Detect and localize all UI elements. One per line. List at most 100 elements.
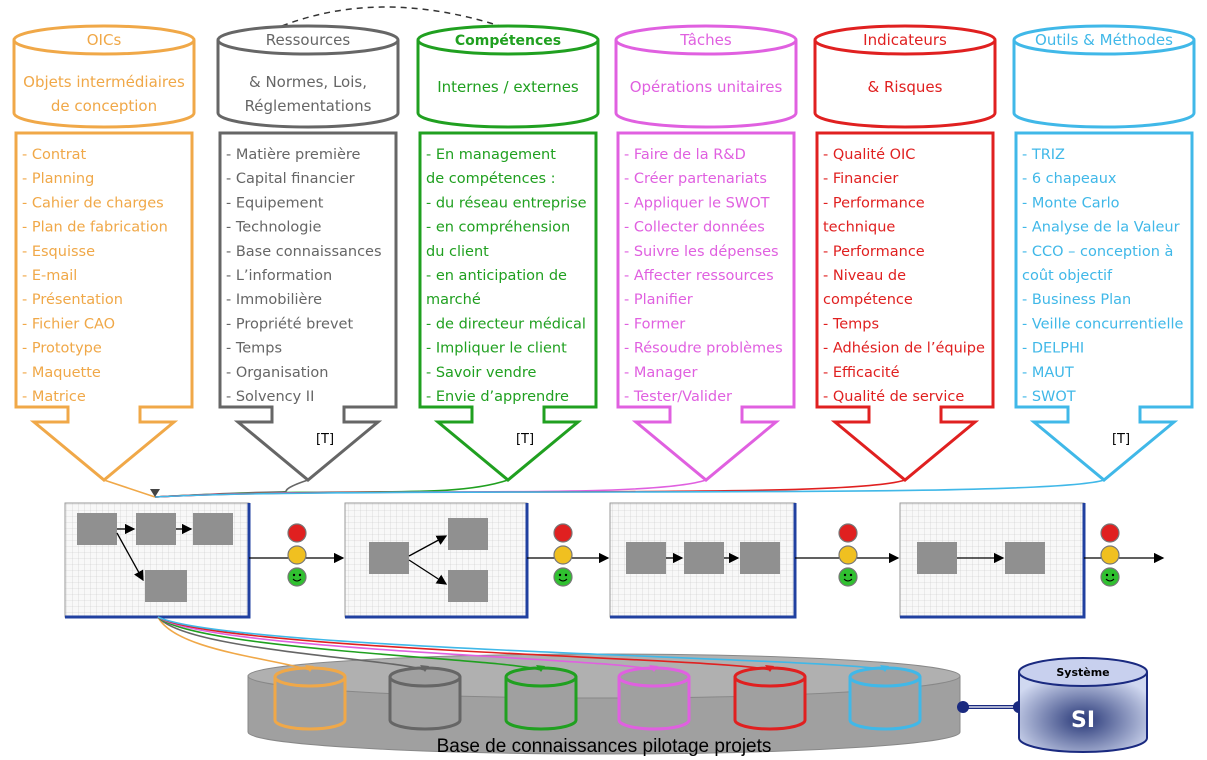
kb-connector-curve	[157, 616, 886, 671]
column-item: - Maquette	[22, 365, 101, 381]
column-item: - Contrat	[22, 147, 87, 163]
column-subtitle: & Risques	[868, 78, 943, 96]
kb-database-icon	[848, 666, 922, 731]
column-cylinder: Outils & Méthodes	[1012, 24, 1196, 129]
process-box	[917, 542, 957, 574]
column-item: - Performance	[823, 195, 925, 211]
connector-curve	[154, 479, 1105, 498]
column-subtitle: Réglementations	[245, 97, 372, 115]
si-connector	[957, 701, 1025, 713]
column-item: - Base connaissances	[226, 244, 382, 260]
column-item: - Fichier CAO	[22, 316, 115, 332]
column-subtitle: & Normes, Lois,	[249, 73, 367, 91]
column-arrow-box	[616, 131, 796, 482]
column-title: Indicateurs	[863, 31, 947, 49]
system-title: Système	[1056, 666, 1109, 679]
column-item: de compétences :	[426, 171, 556, 187]
column-item: - Equipement	[226, 195, 324, 211]
column-cylinder: Ressources & Normes, Lois, Réglementations	[216, 24, 400, 129]
process-stage-1	[64, 502, 251, 619]
traffic-light-icon	[553, 523, 573, 587]
kb-database-icon	[617, 666, 691, 731]
column-title: Compétences	[455, 33, 561, 49]
kb-database-icon	[504, 666, 578, 731]
column-item: - Veille concurrentielle	[1022, 316, 1184, 332]
column-item: - du réseau entreprise	[426, 195, 587, 211]
process-box	[369, 542, 409, 574]
column-arrow-box	[815, 131, 995, 482]
column-arrow-box	[218, 131, 398, 482]
traffic-light-icon	[1100, 523, 1120, 587]
column-cylinder: Indicateurs & Risques	[813, 24, 997, 129]
column-item: - Capital financier	[226, 171, 355, 187]
traffic-light-icon	[287, 523, 307, 587]
kb-database-icon	[733, 666, 807, 731]
column-item: - Créer partenariats	[624, 171, 767, 187]
column-item: - Qualité OIC	[823, 147, 915, 163]
column-subtitle: Opérations unitaires	[630, 78, 783, 96]
column-item: - TRIZ	[1022, 147, 1065, 163]
column-item: - Appliquer le SWOT	[624, 195, 770, 211]
column-item: compétence	[823, 292, 913, 308]
column-item: - Financier	[823, 171, 898, 187]
column-subtitle: Internes / externes	[437, 78, 579, 96]
column-item: - Organisation	[226, 365, 328, 381]
column-item: - Efficacité	[823, 365, 900, 381]
column-item: - Monte Carlo	[1022, 195, 1120, 211]
process-stage-3	[609, 502, 797, 619]
column-item: - Performance	[823, 244, 925, 260]
system-label: SI	[1071, 708, 1095, 733]
column-title: Outils & Méthodes	[1035, 31, 1173, 49]
tag-label: [T]	[316, 432, 334, 447]
column-arrow-box	[1014, 131, 1194, 482]
column-item: - Immobilière	[226, 292, 322, 308]
column-title: Tâches	[679, 31, 732, 49]
kb-connector-curve	[157, 616, 655, 671]
connector-arrowhead	[150, 489, 160, 497]
column-item: - Envie d’apprendre	[426, 389, 569, 405]
column-item: - Résoudre problèmes	[624, 341, 783, 357]
column-item: - Prototype	[22, 341, 102, 357]
column-item: - SWOT	[1022, 389, 1076, 405]
kb-connector-curve	[157, 616, 426, 671]
process-box	[77, 513, 117, 545]
process-box	[448, 518, 488, 550]
tag-label: [T]	[516, 432, 534, 447]
process-box	[448, 570, 488, 602]
column-5: Indicateurs & Risques - Qualité OIC - Finan…	[813, 24, 997, 482]
column-item: - CCO – conception à	[1022, 244, 1173, 260]
column-item: coût objectif	[1022, 268, 1113, 284]
column-item: - Matrice	[22, 389, 86, 405]
column-item: - Plan de fabrication	[22, 220, 168, 236]
column-item: - 6 chapeaux	[1022, 171, 1117, 187]
process-stage-4	[899, 502, 1086, 619]
column-item: - Planifier	[624, 292, 693, 308]
column-item: - Planning	[22, 171, 94, 187]
column-title: OICs	[87, 31, 122, 49]
column-item: - Présentation	[22, 292, 123, 308]
column-arrow-box	[418, 131, 598, 482]
tag-label: [T]	[1112, 432, 1130, 447]
column-title: Ressources	[266, 31, 351, 49]
column-item: - Savoir vendre	[426, 365, 537, 381]
column-item: - Affecter ressources	[624, 268, 774, 284]
process-box	[740, 542, 780, 574]
column-item: - Cahier de charges	[22, 195, 164, 211]
column-item: - Adhésion de l’équipe	[823, 341, 985, 357]
traffic-light-icon	[838, 523, 858, 587]
column-subtitle: Objets intermédiaires	[23, 73, 185, 91]
column-item: - Collecter données	[624, 220, 765, 236]
kb-database-icon	[273, 666, 347, 731]
column-item: - Propriété brevet	[226, 316, 353, 332]
column-item: - Former	[624, 316, 685, 332]
column-2: Ressources & Normes, Lois, Réglementations…	[216, 24, 400, 482]
column-item: - E-mail	[22, 268, 77, 284]
column-item: - MAUT	[1022, 365, 1074, 381]
column-item: - de directeur médical	[426, 316, 586, 332]
